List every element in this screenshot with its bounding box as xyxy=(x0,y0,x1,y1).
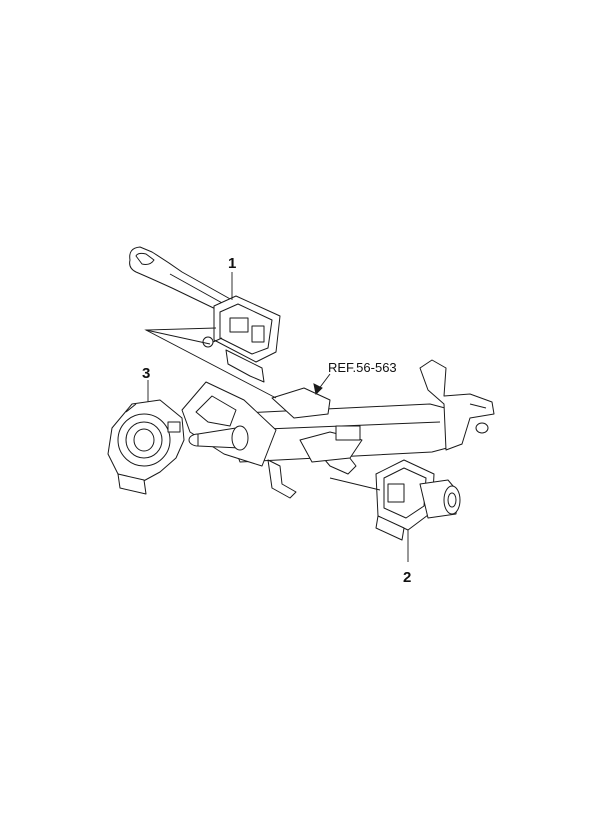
callout-number-2: 2 xyxy=(403,569,411,586)
clock-spring-part xyxy=(107,399,185,495)
callout-number-1: 1 xyxy=(228,255,236,272)
reference-arrowhead xyxy=(313,383,323,396)
multifunction-switch-part xyxy=(129,246,281,383)
leader-lines xyxy=(144,272,409,562)
ignition-switch-part xyxy=(375,459,461,541)
reference-label: REF.56-563 xyxy=(328,360,397,375)
steering-column-part xyxy=(181,359,495,499)
callout-number-3: 3 xyxy=(142,365,150,382)
dashed-projection-part1b xyxy=(145,329,211,345)
projection-line-part2 xyxy=(329,477,381,491)
